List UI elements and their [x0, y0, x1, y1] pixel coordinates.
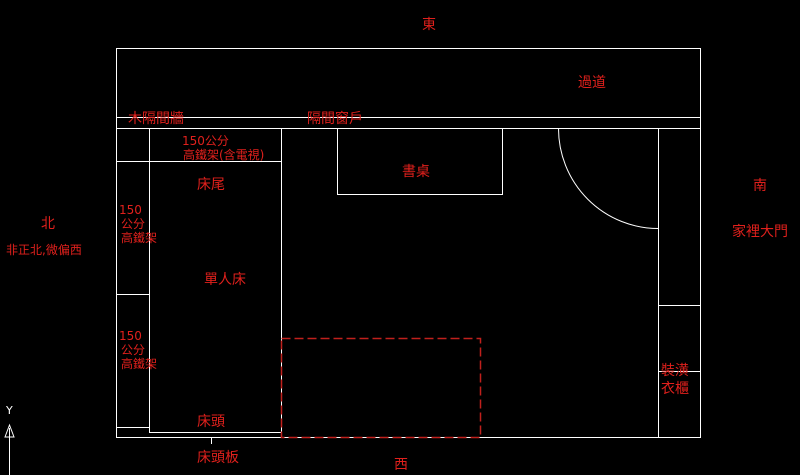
ucs-icon: Y — [4, 404, 15, 475]
corridor-label: 過道 — [578, 75, 606, 91]
compass-west: 西 — [394, 457, 408, 473]
shelf1-unit: 公分 — [121, 217, 145, 231]
single-bed-label: 單人床 — [204, 272, 246, 288]
north-note: 非正北,微偏西 — [6, 242, 82, 257]
desk — [337, 128, 503, 195]
compass-east: 東 — [422, 17, 436, 33]
room-outline — [116, 48, 701, 438]
desk-label: 書桌 — [402, 164, 430, 180]
shelf2-unit: 公分 — [121, 343, 145, 357]
y-axis-label: Y — [5, 404, 13, 417]
main-door-label: 家裡大門 — [732, 223, 788, 240]
shelf1-desc: 高鐵架 — [121, 230, 157, 245]
single-bed — [149, 161, 282, 433]
wardrobe-label-1: 裝潢 — [661, 363, 689, 379]
compass-south: 南 — [753, 178, 767, 194]
top-shelf-desc: 高鐵架(含電視) — [183, 147, 264, 162]
y-axis-arrow-icon — [4, 423, 15, 438]
door-swing-arc — [558, 128, 659, 229]
shelf1-size: 150 — [119, 203, 142, 217]
walls — [116, 48, 701, 438]
shelf2-desc: 高鐵架 — [121, 356, 157, 371]
dashed-area — [280, 337, 482, 439]
bed-foot-label: 床尾 — [197, 177, 225, 193]
bed-head-label: 床頭 — [197, 414, 225, 430]
partition-window-label: 隔間窗戶 — [307, 110, 363, 127]
wardrobe-column — [658, 128, 701, 438]
wood-partition-label: 木隔間牆 — [128, 111, 184, 127]
compass-north: 北 — [41, 216, 55, 232]
top-shelf-size: 150公分 — [182, 134, 229, 148]
shelf2-size: 150 — [119, 329, 142, 343]
headboard-label: 床頭板 — [197, 450, 239, 466]
wardrobe-label-2: 衣櫃 — [661, 381, 689, 397]
